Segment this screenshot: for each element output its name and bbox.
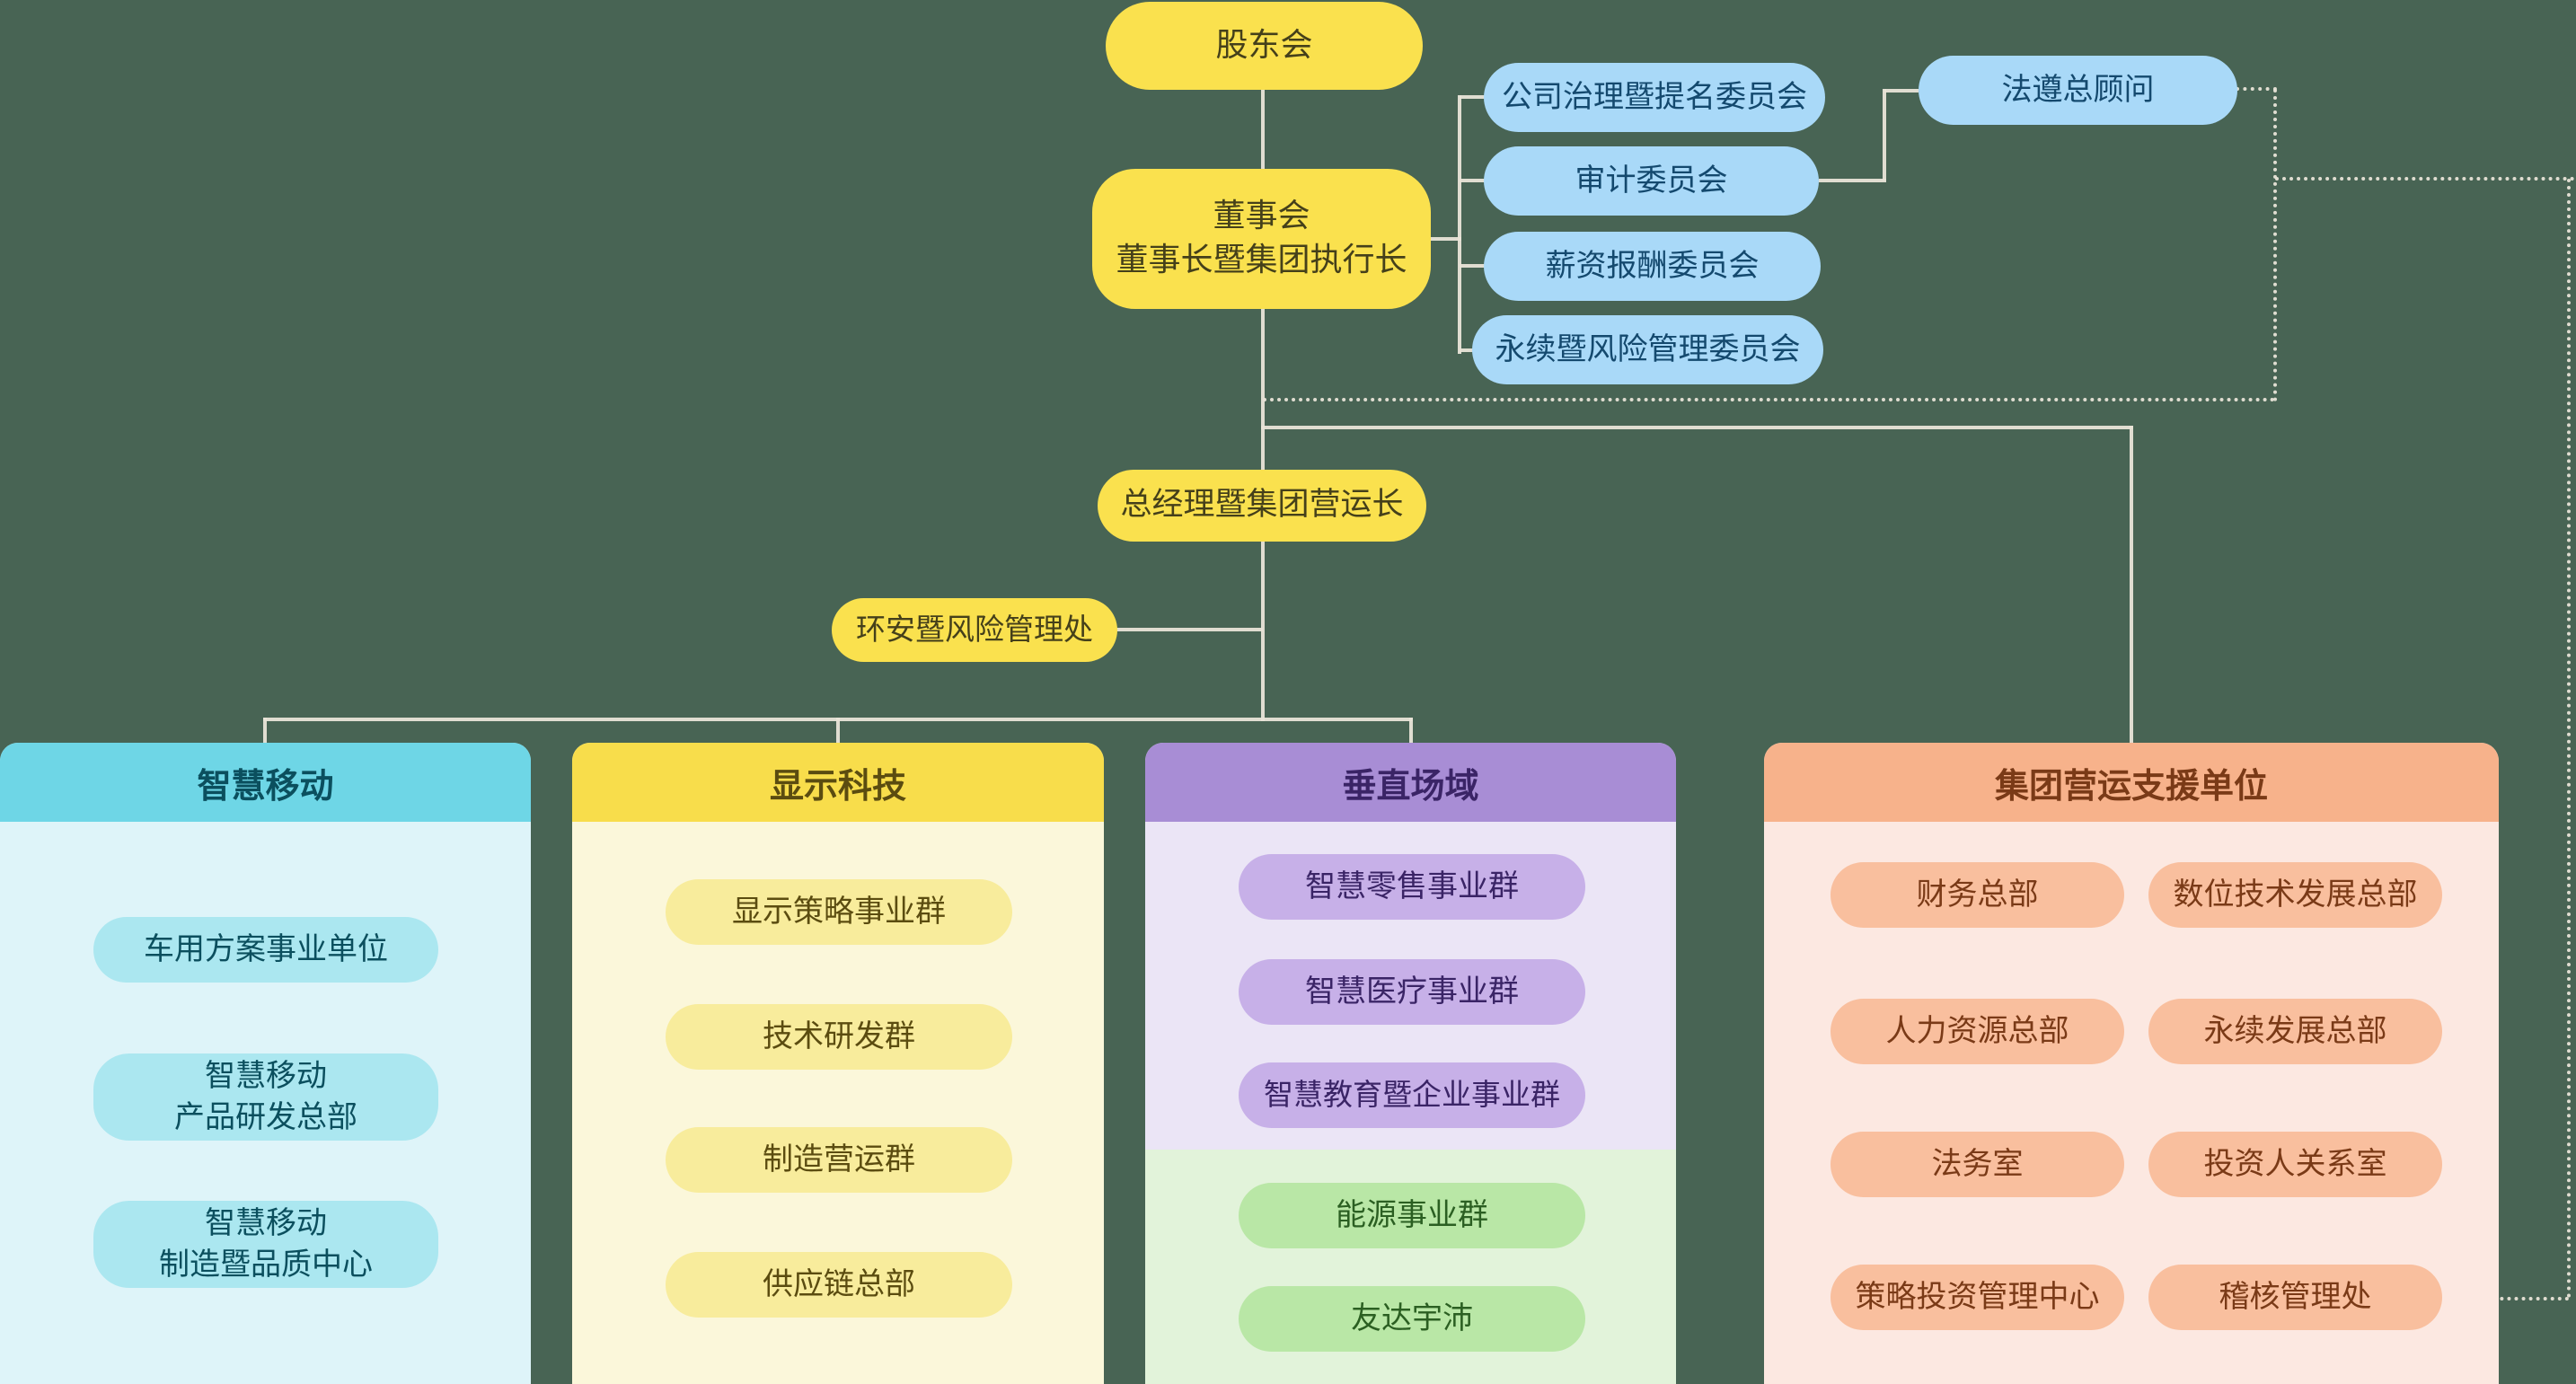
dotted-compliance-out xyxy=(2236,87,2277,91)
connector-stub-audit xyxy=(1460,179,1486,182)
connector-stub-governance xyxy=(1460,95,1486,99)
node-strategic-investment-center: 策略投资管理中心 xyxy=(1831,1265,2124,1330)
connector-drop-smart-mobility xyxy=(263,718,267,745)
node-mobility-mfg-quality-center: 智慧移动 制造暨品质中心 xyxy=(93,1201,438,1288)
connector-shareholders-board xyxy=(1261,88,1265,171)
connector-drop-support-units xyxy=(2130,426,2133,746)
node-finance-hq: 财务总部 xyxy=(1831,862,2124,928)
connector-esh-branch xyxy=(1116,628,1263,631)
connector-drop-display-tech xyxy=(836,718,840,745)
node-technology-rd-group: 技术研发群 xyxy=(666,1004,1012,1070)
division-title-smart-mobility: 智慧移动 xyxy=(0,743,531,822)
connector-committee-bracket xyxy=(1458,95,1461,354)
dotted-to-internal-audit xyxy=(2442,1297,2569,1300)
node-legal-office: 法务室 xyxy=(1831,1132,2124,1197)
node-automotive-solutions-unit: 车用方案事业单位 xyxy=(93,917,438,983)
node-committee-audit: 审计委员会 xyxy=(1484,146,1819,216)
connector-president-distribution xyxy=(1261,540,1265,721)
node-chief-compliance-counsel: 法遵总顾问 xyxy=(1919,56,2237,125)
node-president-coo: 总经理暨集团营运长 xyxy=(1098,470,1426,542)
node-internal-audit-office: 稽核管理处 xyxy=(2148,1265,2442,1330)
connector-support-branch xyxy=(1261,426,2133,429)
node-committee-governance-nomination: 公司治理暨提名委员会 xyxy=(1484,63,1825,132)
connector-board-to-bracket xyxy=(1431,237,1461,241)
dotted-compliance-down xyxy=(2273,89,2277,401)
connector-audit-out xyxy=(1819,179,1886,182)
node-committee-compensation: 薪资报酬委员会 xyxy=(1484,232,1821,301)
node-manufacturing-ops-group: 制造营运群 xyxy=(666,1127,1012,1193)
node-investor-relations-office: 投资人关系室 xyxy=(2148,1132,2442,1197)
node-sustainability-dev-hq: 永续发展总部 xyxy=(2148,999,2442,1064)
connector-drop-vertical-domain xyxy=(1409,718,1413,745)
node-smart-retail-bg: 智慧零售事业群 xyxy=(1239,854,1585,920)
node-mobility-product-rd-hq: 智慧移动 产品研发总部 xyxy=(93,1053,438,1141)
node-esh-risk-office: 环安暨风险管理处 xyxy=(832,598,1117,662)
connector-board-president xyxy=(1261,307,1265,472)
division-title-display-tech: 显示科技 xyxy=(572,743,1104,822)
dotted-compliance-to-mainline xyxy=(1263,398,2275,401)
node-committee-sustainability-risk: 永续暨风险管理委员会 xyxy=(1472,315,1823,384)
node-shareholders: 股东会 xyxy=(1106,2,1423,90)
division-title-vertical-domain: 垂直场域 xyxy=(1145,743,1676,822)
node-board-chairman-ceo: 董事会 董事长暨集团执行长 xyxy=(1092,169,1431,309)
node-smart-education-enterprise-bg: 智慧教育暨企业事业群 xyxy=(1239,1062,1585,1128)
dotted-right-edge-down xyxy=(2567,179,2571,1299)
node-auo-envirotech: 友达宇沛 xyxy=(1239,1286,1585,1352)
node-digital-tech-dev-hq: 数位技术发展总部 xyxy=(2148,862,2442,928)
dotted-audit-to-right-edge xyxy=(2275,177,2574,181)
connector-stub-compensation xyxy=(1460,264,1486,268)
node-smart-medical-bg: 智慧医疗事业群 xyxy=(1239,959,1585,1025)
division-title-support-units: 集团营运支援单位 xyxy=(1764,743,2499,822)
connector-audit-compliance-riser xyxy=(1883,89,1886,181)
node-supply-chain-hq: 供应链总部 xyxy=(666,1252,1012,1318)
node-display-strategy-bg: 显示策略事业群 xyxy=(666,879,1012,945)
node-energy-bg: 能源事业群 xyxy=(1239,1183,1585,1248)
connector-compliance-in xyxy=(1884,89,1919,93)
node-human-resources-hq: 人力资源总部 xyxy=(1831,999,2124,1064)
